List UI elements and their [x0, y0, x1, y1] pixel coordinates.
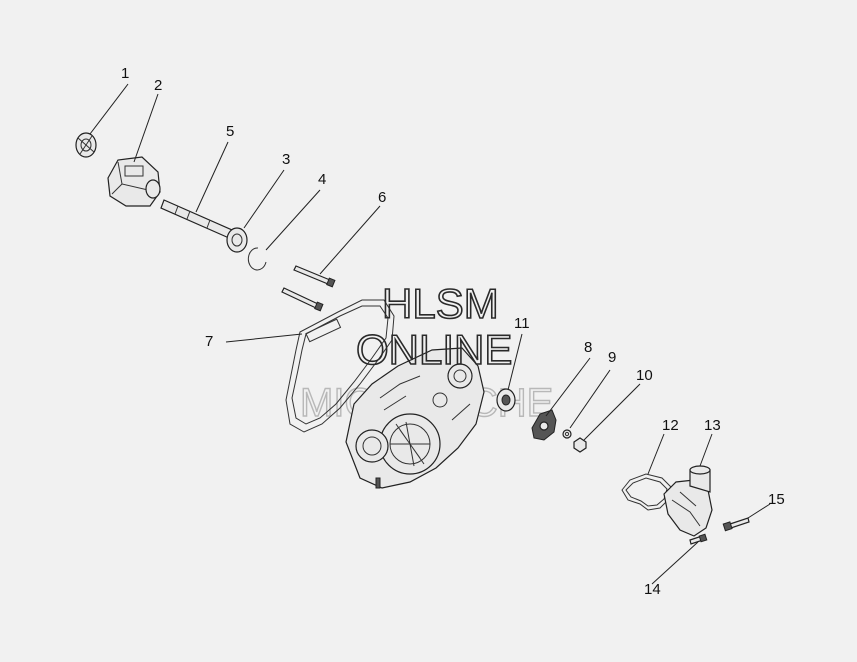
part-8-impeller [531, 409, 557, 441]
leader-2 [133, 93, 159, 163]
part-2-pump-housing [107, 156, 161, 207]
callout-2: 2 [154, 77, 162, 94]
leader-15 [747, 503, 771, 519]
part-9-washer [562, 429, 572, 439]
part-11-seal [496, 388, 516, 412]
callout-10: 10 [636, 367, 653, 384]
callout-3: 3 [282, 151, 290, 168]
leader-14 [651, 541, 699, 585]
callout-6: 6 [378, 189, 386, 206]
leader-7 [225, 333, 303, 343]
part-3-bearing [226, 227, 248, 253]
leader-3 [243, 169, 285, 229]
part-5-shaft [160, 199, 233, 239]
crankcase-cover [345, 347, 485, 489]
callout-11: 11 [514, 315, 530, 332]
callout-14: 14 [644, 581, 661, 598]
leader-10 [583, 383, 641, 441]
callout-7: 7 [205, 333, 213, 350]
watermark-line-2: ONLINE [356, 326, 512, 373]
leader-8 [545, 357, 591, 417]
part-15-bolt [722, 517, 750, 532]
leader-1 [89, 83, 129, 135]
callout-5: 5 [226, 123, 234, 140]
leader-4 [265, 189, 321, 251]
part-1-bearing [75, 132, 97, 158]
callout-15: 15 [768, 491, 785, 508]
part-14-bolt [689, 533, 708, 545]
part-7-gasket [285, 299, 395, 433]
callout-4: 4 [318, 171, 326, 188]
callout-1: 1 [121, 65, 129, 82]
callout-8: 8 [584, 339, 592, 356]
leader-lines [89, 83, 771, 585]
part-10-nut [573, 437, 587, 453]
leader-6 [319, 205, 381, 275]
leader-11 [507, 333, 523, 391]
leader-12 [647, 433, 665, 475]
leader-5 [195, 141, 229, 213]
part-13-pump-cover [663, 465, 713, 537]
callout-9: 9 [608, 349, 616, 366]
part-4-circlip [247, 247, 267, 271]
part-12-o-ring [621, 473, 673, 511]
leader-9 [569, 369, 611, 429]
part-6-bolts [281, 265, 336, 312]
leader-13 [699, 433, 713, 467]
watermark-line-1: HLSM [382, 280, 499, 327]
callout-numbers: 1 2 3 4 5 6 7 8 9 10 11 12 13 14 15 [121, 65, 785, 598]
callout-13: 13 [704, 417, 721, 434]
callout-12: 12 [662, 417, 679, 434]
